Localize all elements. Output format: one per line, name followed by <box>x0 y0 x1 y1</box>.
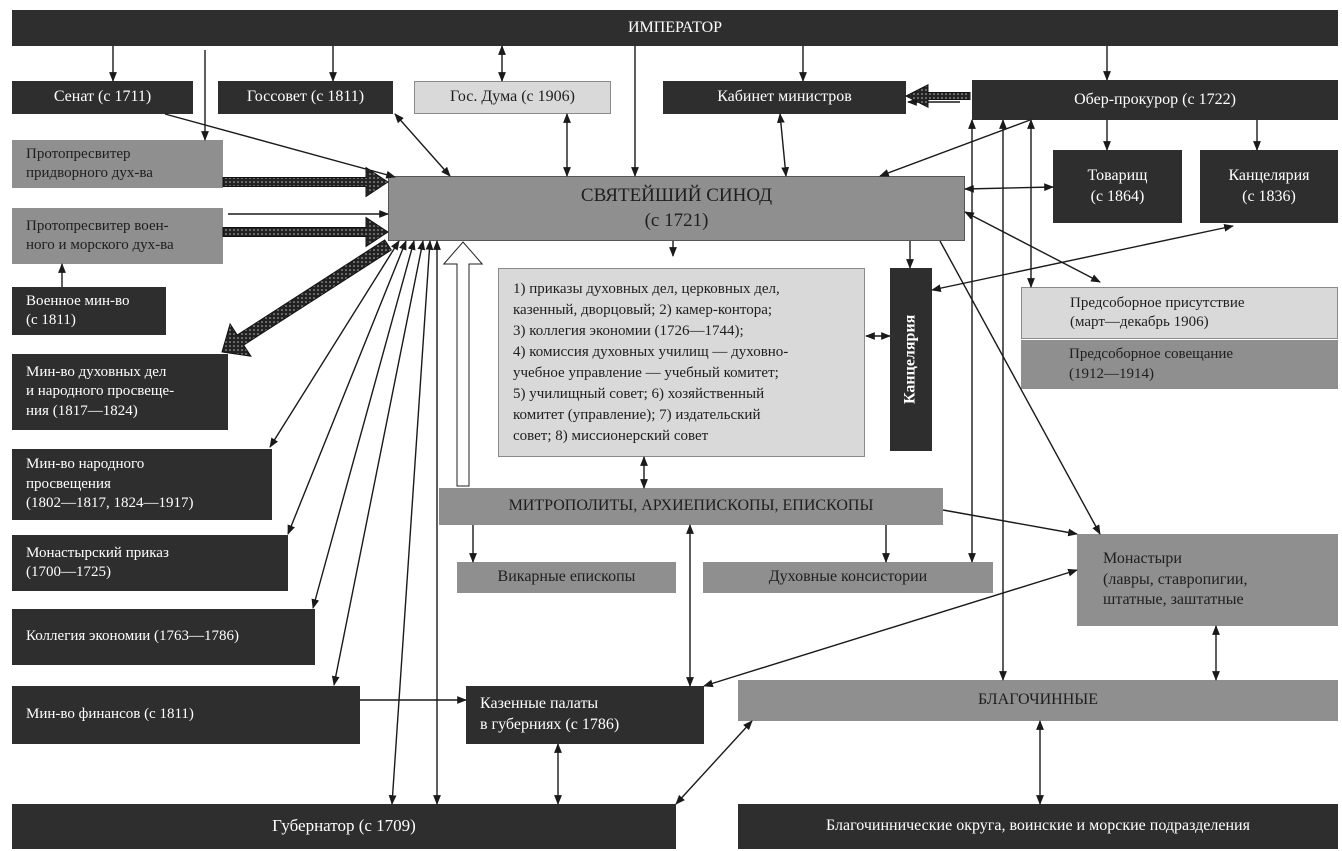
synod-collegium-arrow <box>311 240 416 609</box>
gossovet-synod-arrow <box>394 113 451 177</box>
army-to-synod-thick-arrow <box>222 216 389 248</box>
monastic-prikaz-box: Монастырский приказ (1700—1725) <box>12 535 288 591</box>
presobor-1912-box: Предсоборное совещание (1912—1914) <box>1021 340 1338 389</box>
senate-box: Сенат (с 1711) <box>12 81 193 114</box>
synod-governor-arrow-1 <box>388 240 434 805</box>
consistories-box: Духовные консистории <box>703 562 993 593</box>
gosduma-box: Гос. Дума (с 1906) <box>414 81 611 114</box>
emperor-box: ИМПЕРАТОР <box>12 10 1338 46</box>
synod-to-min-spiritual-thick-arrow <box>221 239 392 357</box>
treasury-chambers-box: Казенные палаты в губерниях (с 1786) <box>466 686 704 744</box>
ober-to-synod-arrow <box>879 119 1031 177</box>
metropolitans-to-synod-hollow-arrow <box>442 241 484 487</box>
protopresviter-court-box: Протопресвитер придворного дух-ва <box>12 140 223 188</box>
synod-chancellery-box: Канцелярия <box>890 268 932 451</box>
synod-finance-arrow <box>331 240 426 686</box>
blagochinnye-box: БЛАГОЧИННЫЕ <box>738 680 1338 721</box>
ministry-education-box: Мин-во народного просвещения (1802—1817,… <box>12 449 272 520</box>
deanery-districts-box: Благочиннические округа, воинские и морс… <box>738 804 1338 849</box>
ober-cabinet-thick-arrow <box>904 83 971 109</box>
synod-tovarisch-arrow <box>964 183 1054 193</box>
military-ministry-box: Военное мин-во (с 1811) <box>12 287 166 335</box>
cabinet-synod-arrow <box>776 113 790 177</box>
tovarisch-box: Товарищ (с 1864) <box>1053 150 1182 223</box>
chancellery-1836-box: Канцелярия (с 1836) <box>1200 150 1338 223</box>
synod-bodies-box: 1) приказы духовных дел, церковных дел, … <box>498 268 865 457</box>
presobor-1906-box: Предсоборное присутствие (март—декабрь 1… <box>1021 287 1338 339</box>
gossovet-box: Госсовет (с 1811) <box>218 81 393 114</box>
protopresviter-army-box: Протопресвитер воен- ного и морского дух… <box>12 208 223 264</box>
synod-min-education-arrow <box>269 240 400 448</box>
collegium-economy-box: Коллегия экономии (1763—1786) <box>12 609 315 665</box>
metropolitans-to-monasteries-arrow <box>942 509 1078 537</box>
ministry-finance-box: Мин-во финансов (с 1811) <box>12 686 360 744</box>
ministry-spiritual-affairs-box: Мин-во духовных дел и народного просвеще… <box>12 354 228 430</box>
synod-monastic-prikaz-arrow <box>287 240 407 535</box>
vicar-bishops-box: Викарные епископы <box>457 562 676 593</box>
court-to-synod-thick-arrow <box>222 166 389 198</box>
kanc-to-chancellery-arrow <box>931 224 1234 292</box>
ober-prokuror-box: Обер-прокурор (с 1722) <box>972 80 1338 120</box>
governor-box: Губернатор (с 1709) <box>12 804 676 849</box>
holy-synod-box: СВЯТЕЙШИЙ СИНОД (с 1721) <box>388 176 965 241</box>
cabinet-box: Кабинет министров <box>663 81 906 114</box>
metropolitans-box: МИТРОПОЛИТЫ, АРХИЕПИСКОПЫ, ЕПИСКОПЫ <box>439 488 943 525</box>
monasteries-box: Монастыри (лавры, ставропигии, штатные, … <box>1077 534 1338 626</box>
